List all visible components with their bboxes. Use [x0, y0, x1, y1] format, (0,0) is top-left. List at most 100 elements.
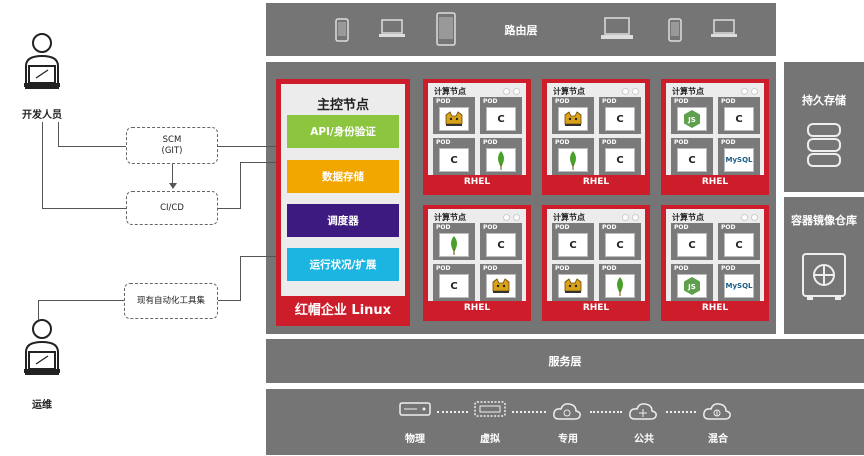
- connector: [42, 208, 126, 209]
- pod-label: POD: [483, 224, 498, 231]
- pod-label: POD: [721, 265, 736, 272]
- tomcat-icon: [558, 107, 588, 131]
- window-dots: [741, 214, 758, 221]
- persistent-storage-label: 持久存储: [802, 94, 846, 107]
- window-dots: [622, 214, 639, 221]
- pod-label: POD: [721, 98, 736, 105]
- infrastructure-label: 公共: [634, 434, 654, 445]
- pod-label: POD: [555, 224, 570, 231]
- routing-layer-label: 路由层: [504, 23, 538, 37]
- compute-node-title: 计算节点: [672, 87, 704, 96]
- container-label: C: [605, 148, 635, 172]
- compute-node-os: RHEL: [463, 303, 491, 313]
- master-node-title: 主控节点: [316, 98, 369, 113]
- pod-label: POD: [436, 139, 451, 146]
- infrastructure-label: 专用: [558, 434, 578, 445]
- pod: POD: [433, 97, 475, 134]
- compute-node-os: RHEL: [701, 177, 729, 187]
- pod-label: POD: [436, 265, 451, 272]
- pod-label: POD: [483, 98, 498, 105]
- tomcat-icon: [439, 107, 469, 131]
- pod: POD: [552, 264, 594, 301]
- routing-layer: 路由层: [266, 3, 776, 56]
- pod-label: POD: [483, 265, 498, 272]
- pod: POD: [599, 264, 641, 301]
- connector: [38, 300, 39, 320]
- pod-label: POD: [483, 139, 498, 146]
- compute-node-title: 计算节点: [553, 213, 585, 222]
- phone-icon: [335, 18, 349, 42]
- pod: POD MySQL: [718, 264, 760, 301]
- data-store-component: 数据存储: [287, 160, 399, 193]
- container-label: C: [486, 107, 516, 131]
- scm-git-box: SCM (GIT): [126, 127, 218, 164]
- dotted-connector: [590, 411, 622, 413]
- compute-node-title: 计算节点: [672, 213, 704, 222]
- pod-label: POD: [436, 224, 451, 231]
- container-label: C: [677, 148, 707, 172]
- public-cloud-icon: [628, 401, 658, 427]
- mysql-label: MySQL: [725, 156, 753, 164]
- container-label: C: [605, 233, 635, 257]
- developer-icon: [24, 33, 60, 89]
- connector: [240, 256, 241, 301]
- mongodb-icon: [439, 233, 469, 257]
- compute-node-title: 计算节点: [434, 87, 466, 96]
- tomcat-icon: [486, 274, 516, 298]
- pod-label: POD: [674, 224, 689, 231]
- pod-label: POD: [436, 98, 451, 105]
- database-icon: [807, 123, 841, 167]
- laptop-icon: [601, 17, 633, 39]
- connector: [172, 164, 173, 188]
- tomcat-icon: [558, 274, 588, 298]
- mongodb-icon: [486, 148, 516, 172]
- svg-text:JS: JS: [687, 116, 696, 124]
- dotted-connector: [666, 411, 696, 413]
- pod: POD: [480, 264, 522, 301]
- mysql-icon: MySQL: [724, 274, 754, 298]
- nodejs-icon: JS: [677, 274, 707, 298]
- laptop-icon: [379, 19, 405, 37]
- infrastructure-label: 物理: [405, 434, 425, 445]
- compute-node-os: RHEL: [582, 303, 610, 313]
- ops-label: 运维: [32, 400, 52, 411]
- pod: POD JS: [671, 97, 713, 134]
- connector: [58, 122, 59, 146]
- vault-icon: [802, 253, 846, 300]
- container-label: C: [677, 233, 707, 257]
- automation-tools-box: 现有自动化工具集: [124, 283, 218, 319]
- pod-label: POD: [674, 98, 689, 105]
- pod-label: POD: [721, 224, 736, 231]
- laptop-icon: [711, 19, 737, 37]
- pod: POD: [480, 138, 522, 175]
- connector: [240, 162, 241, 209]
- pod-label: POD: [555, 265, 570, 272]
- pod-label: POD: [555, 139, 570, 146]
- api-auth-component: API/身份验证: [287, 115, 399, 148]
- private-cloud-icon: [552, 401, 582, 427]
- compute-node-os: RHEL: [701, 303, 729, 313]
- health-scaling-component: 运行状况/扩展: [287, 248, 399, 281]
- svg-text:JS: JS: [687, 283, 696, 291]
- compute-node-title: 计算节点: [434, 213, 466, 222]
- persistent-storage: 持久存储: [784, 62, 864, 192]
- cicd-box: CI/CD: [126, 191, 218, 225]
- tablet-icon: [436, 12, 456, 46]
- dotted-connector: [512, 411, 546, 413]
- connector: [218, 300, 240, 301]
- mongodb-icon: [605, 274, 635, 298]
- developer-label: 开发人员: [22, 110, 62, 121]
